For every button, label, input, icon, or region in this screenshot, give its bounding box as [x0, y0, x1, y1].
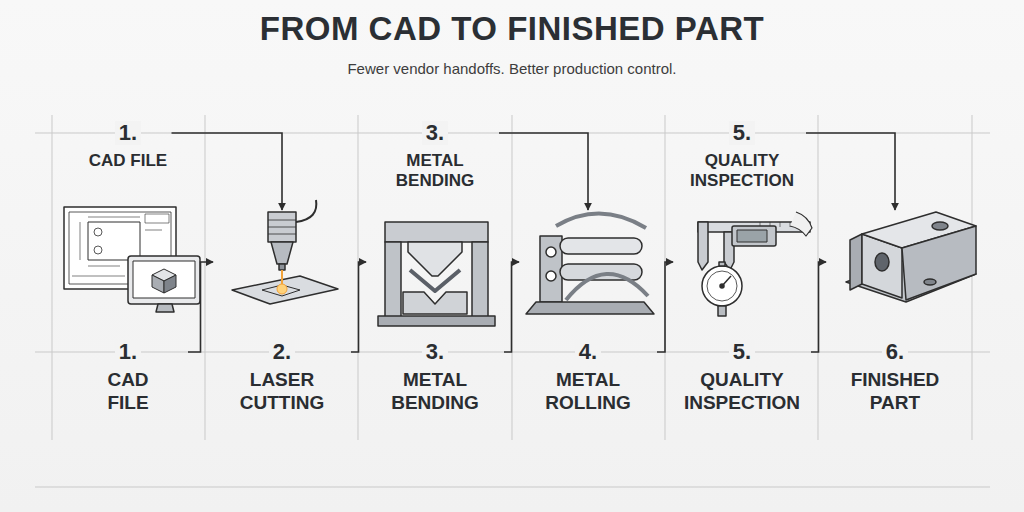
step-number: 4. — [575, 340, 601, 364]
step-number: 2. — [269, 340, 295, 364]
flow-arrow — [351, 262, 366, 352]
step-heading: 3. METAL BENDING — [371, 121, 499, 191]
caliper-and-gauge — [698, 212, 812, 316]
laser-cutter — [232, 200, 338, 304]
process-step: 4. METAL ROLLING — [519, 210, 657, 414]
cad-drawing — [64, 207, 176, 289]
process-step: 5. QUALITY INSPECTION — [673, 210, 811, 414]
step-number: 5. — [729, 121, 755, 145]
step-name: FINISHED PART — [830, 368, 960, 414]
step-name: LASER CUTTING — [217, 368, 347, 414]
flow-arrow — [657, 262, 673, 352]
step-name: CAD FILE — [93, 368, 163, 414]
process-step: 2. LASER CUTTING — [213, 210, 351, 414]
flow-arrow — [188, 262, 213, 352]
step-heading: 1. CAD FILE — [85, 121, 172, 171]
process-step: 6. FINISHED PART — [826, 210, 964, 414]
step-name: CAD FILE — [89, 151, 167, 171]
plate-roller — [526, 213, 654, 314]
finished-bracket — [846, 212, 976, 302]
press-brake — [378, 222, 495, 326]
step-number: 3. — [422, 121, 448, 145]
flow-arrow — [504, 262, 519, 352]
step-name: QUALITY INSPECTION — [682, 151, 802, 191]
step-number: 3. — [422, 340, 448, 364]
flow-arrow — [806, 133, 895, 210]
step-number: 1. — [115, 340, 141, 364]
diagram-title: FROM CAD TO FINISHED PART — [0, 10, 1024, 48]
flow-arrow — [811, 262, 826, 352]
process-step: 3. METAL BENDING — [366, 210, 504, 414]
step-name: METAL BENDING — [375, 151, 495, 191]
step-name: METAL BENDING — [370, 368, 500, 414]
step-number: 5. — [729, 340, 755, 364]
flow-arrow — [499, 133, 588, 210]
step-heading: 5. QUALITY INSPECTION — [678, 121, 806, 191]
flow-arrow — [172, 133, 283, 210]
computer-monitor — [128, 256, 200, 312]
step-name: METAL ROLLING — [523, 368, 653, 414]
step-number: 6. — [882, 340, 908, 364]
process-step: 1. CAD FILE — [68, 210, 188, 414]
diagram-caption: Fewer vendor handoffs. Better production… — [0, 60, 1024, 77]
step-number: 1. — [115, 121, 141, 145]
step-name: QUALITY INSPECTION — [677, 368, 807, 414]
